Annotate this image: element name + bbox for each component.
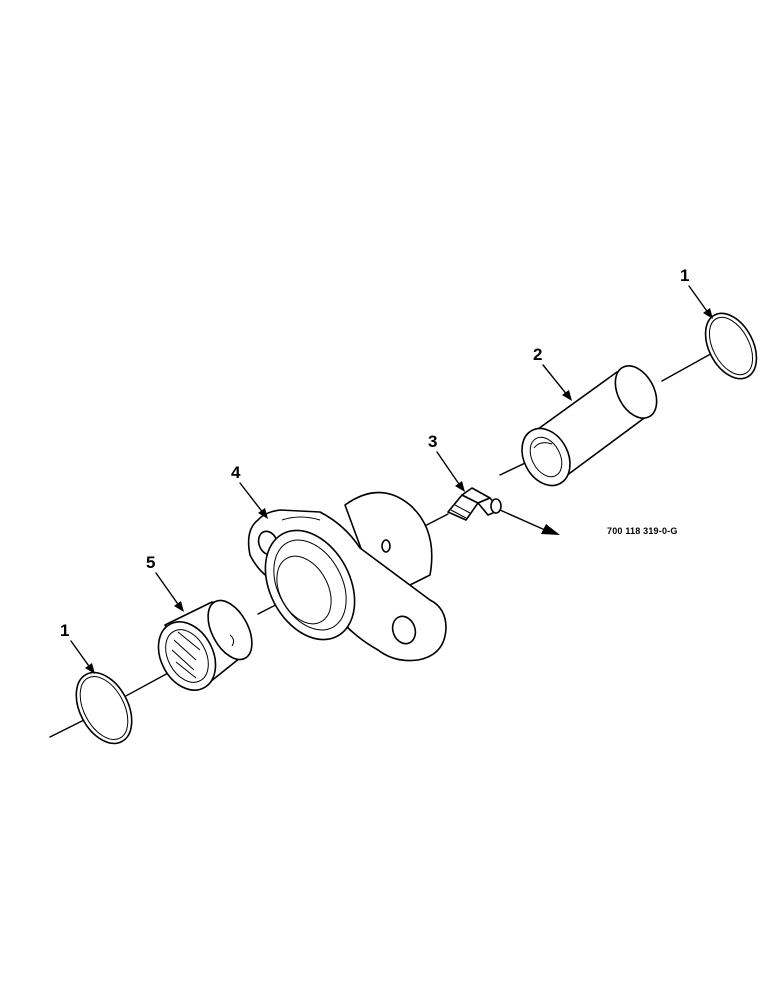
leader-lines [70, 285, 713, 674]
needle-bearing [157, 599, 253, 691]
drawing-number: 700 118 319-0-G [607, 526, 678, 536]
snap-ring-left [75, 671, 133, 745]
callout-2: 2 [533, 345, 542, 364]
callout-5: 5 [146, 553, 155, 572]
callout-1-right: 1 [680, 266, 689, 285]
callout-4: 4 [231, 463, 241, 482]
callout-3: 3 [428, 432, 437, 451]
bushing-sleeve [521, 365, 658, 487]
callout-1-left: 1 [60, 621, 69, 640]
grease-fitting [447, 487, 560, 535]
flange-housing [247, 491, 447, 662]
snap-ring-right [704, 312, 758, 380]
